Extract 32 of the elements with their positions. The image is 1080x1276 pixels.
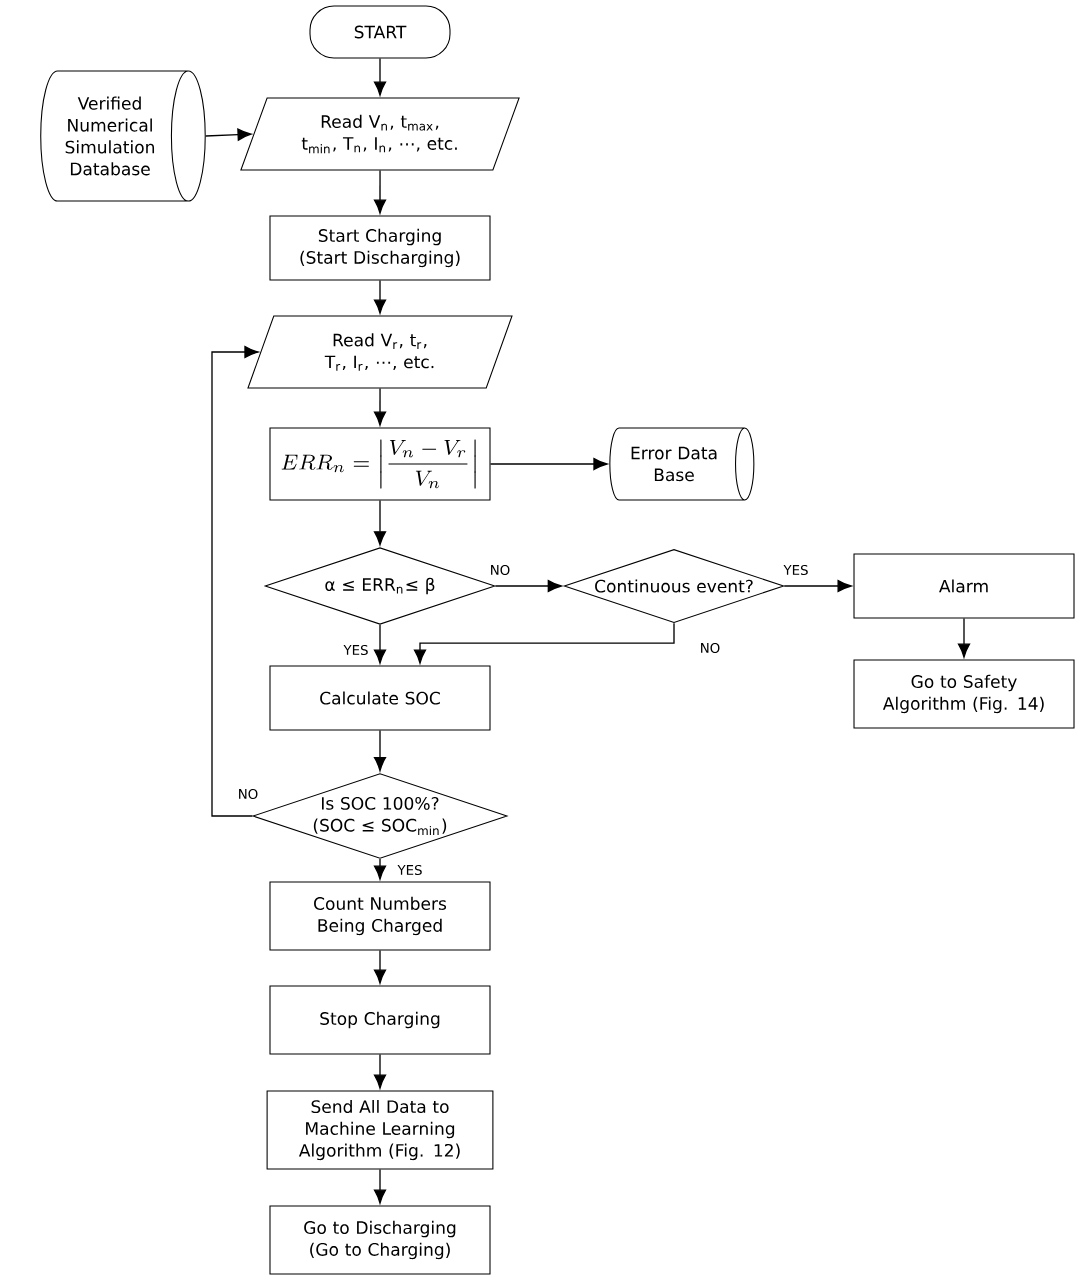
arrow bbox=[373, 499, 387, 546]
process-box: Stop Charging bbox=[269, 985, 491, 1055]
arrow bbox=[957, 617, 971, 658]
process-box: Go to Discharging (Go to Charging) bbox=[269, 1205, 491, 1275]
arrow bbox=[373, 279, 387, 314]
process-box: Send All Data to Machine Learning Algorithm (Fig. 12) bbox=[266, 1090, 494, 1170]
arrow bbox=[373, 57, 387, 96]
arrow bbox=[373, 949, 387, 984]
arrow bbox=[373, 169, 387, 214]
process-box: Go to Safety Algorithm (Fig. 14) bbox=[853, 659, 1075, 729]
terminal-box: START bbox=[309, 5, 451, 59]
arrow bbox=[413, 622, 675, 664]
arrow bbox=[211, 345, 259, 817]
input-parallelogram: Read V$_{n}$, t$_{max}$, t$_{min}$, T$_{n}$, I$_{n}$, ⋯, etc. bbox=[240, 97, 520, 171]
arrow bbox=[489, 457, 608, 471]
arrow bbox=[373, 1168, 387, 1204]
arrow bbox=[373, 387, 387, 426]
process-box: Start Charging (Start Discharging) bbox=[269, 215, 491, 281]
arrow bbox=[373, 1053, 387, 1089]
arrow bbox=[783, 579, 852, 593]
process-box: Alarm bbox=[853, 553, 1075, 619]
database-cylinder: Error Data Base bbox=[609, 427, 755, 501]
arrow bbox=[373, 858, 387, 880]
arrow bbox=[205, 128, 252, 141]
arrow bbox=[373, 624, 387, 664]
process-box: Count Numbers Being Charged bbox=[269, 881, 491, 951]
formula-box: $ERR_n = \left|\frac{V_n - V_r}{V_n}\right|$ bbox=[269, 427, 491, 501]
database-cylinder: Verified Numerical Simulation Database bbox=[40, 70, 206, 202]
arrow bbox=[494, 579, 562, 593]
input-parallelogram: Read V$_{r}$, t$_{r}$, T$_{r}$, I$_{r}$, ⋯, etc. bbox=[247, 315, 513, 389]
arrow bbox=[373, 729, 387, 772]
process-box: Calculate SOC bbox=[269, 665, 491, 731]
